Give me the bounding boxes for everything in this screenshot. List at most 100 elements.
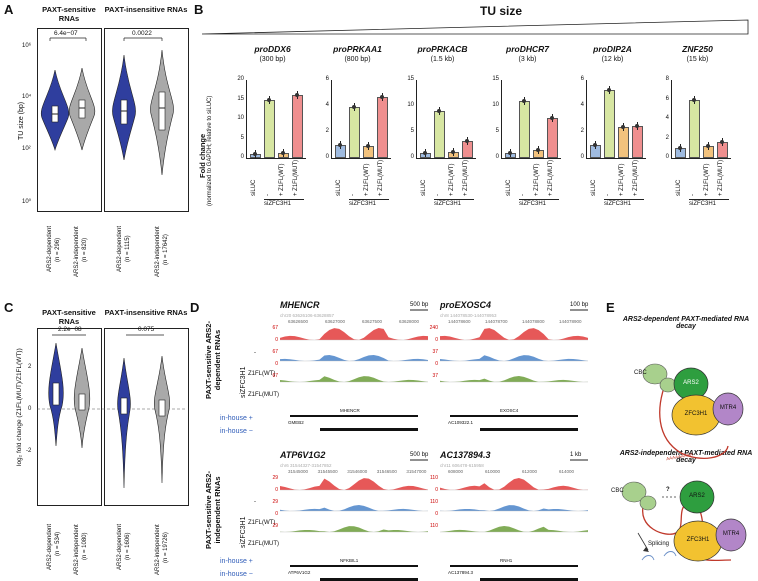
- a-cat3: ARS2-dependent: [117, 225, 123, 272]
- d-track-scale: 37: [432, 349, 438, 355]
- b-bracket: [264, 199, 304, 200]
- b-ytick: 2: [665, 134, 669, 141]
- d-track-scale: 0: [275, 511, 278, 517]
- c-cat4-n: (n = 19726): [163, 532, 169, 563]
- b-dot: [635, 123, 639, 128]
- b-ylabel: Fold change: [198, 133, 207, 178]
- d-coverage-track: [440, 328, 588, 340]
- b-yaxis: [586, 80, 587, 158]
- c-group2-title: PAXT-insensitive RNAs: [104, 308, 188, 317]
- b-dot: [451, 150, 455, 155]
- b-xlabel: -: [605, 194, 611, 196]
- d-coverage-track: [440, 376, 588, 382]
- e-title2: ARS2-independent PAXT-mediated RNA decay: [619, 450, 753, 464]
- d-coord-tick: 144078900: [559, 319, 582, 324]
- b-ytick: 4: [665, 115, 669, 121]
- d-coord-tick: 610000: [485, 469, 501, 474]
- b-yaxis: [246, 80, 247, 158]
- d-coord-tick: 63627500: [362, 319, 383, 324]
- d-track-title: MHENCR: [280, 300, 320, 310]
- a-cat4-n: (n = 17642): [163, 234, 169, 265]
- d-track-scale: 29: [272, 499, 278, 505]
- b-bar: [377, 96, 388, 158]
- b-chart-title: proDIP2A: [593, 44, 632, 54]
- b-xlabel: siLUC: [336, 179, 342, 196]
- d-coverage-track: [440, 355, 588, 361]
- c-group1-title: PAXT-sensitive RNAs: [42, 308, 96, 326]
- b-ytick: 6: [325, 76, 329, 82]
- d-track-scale: 110: [430, 499, 438, 505]
- d-coverage-track: [440, 526, 588, 532]
- b-dot: [423, 150, 427, 155]
- b-chart-subtitle: (12 kb): [601, 56, 624, 63]
- b-ytick: 0: [495, 154, 499, 160]
- panel-label-c: C: [4, 300, 14, 315]
- b-chart-subtitle: (800 bp): [344, 56, 371, 63]
- b-chart-title: proDDX6: [254, 44, 291, 54]
- b-yaxis: [671, 80, 672, 158]
- d-coord-tick: 31547000: [406, 469, 427, 474]
- d-coord-tick: 612000: [522, 469, 538, 474]
- b-bar: [519, 100, 530, 158]
- b-dot: [465, 138, 469, 143]
- b-ytick: 15: [407, 76, 414, 82]
- d-coord-tick: 144078800: [522, 319, 545, 324]
- e-mtr4-label-2: MTR4: [722, 531, 740, 537]
- d-track-scale: 67: [272, 349, 278, 355]
- panel-c: log₂ fold change (Z1FL(MUT)/Z1FL(WT)) 2 …: [0, 298, 190, 581]
- d-track-scale: 0: [275, 337, 278, 343]
- d-track-coord: chr6 31544327-31547852: [280, 463, 332, 468]
- d-track-scale: 0: [275, 361, 278, 367]
- b-yaxis: [501, 80, 502, 158]
- d-coord-tick: 614000: [559, 469, 575, 474]
- a-pval2: 0.0022: [132, 30, 152, 37]
- a-cat3-n: (n = 1115): [125, 235, 131, 262]
- d-track-label: Z1FL(MUT): [248, 541, 279, 547]
- b-dot: [720, 140, 724, 145]
- b-dot: [366, 144, 370, 149]
- b-xlabel: + Z1FL(MUT): [718, 159, 724, 196]
- d-track-scale: 29: [272, 523, 278, 529]
- d-track-scale: 0: [435, 337, 438, 343]
- b-ytick: 2: [325, 128, 329, 134]
- a-group2-box: [104, 28, 189, 212]
- e-cbc-label-2: CBC: [611, 488, 624, 494]
- b-ytick: 0: [240, 154, 244, 160]
- c-group2-box: [104, 328, 189, 506]
- d-gene-model: [320, 578, 418, 581]
- panel-e: ARS2-dependent PAXT-mediated RNA decay A…: [606, 298, 758, 581]
- b-ytick: 4: [580, 102, 584, 108]
- d-track-scale: 0: [435, 361, 438, 367]
- d-tracks-graphics: [280, 309, 588, 581]
- b-ytick: 6: [580, 76, 584, 82]
- c-pval1: 2.2e−08: [58, 326, 82, 333]
- d-coord-tick: 63628000: [399, 319, 420, 324]
- b-xlabel: siLUC: [506, 179, 512, 196]
- a-cat4: ARS2-independent: [155, 226, 161, 277]
- b-bracket: [519, 199, 559, 200]
- d-coverage-track: [440, 505, 588, 511]
- b-dot: [678, 146, 682, 151]
- d-gene-label: MHENCR: [340, 408, 360, 413]
- b-xlabel: + Z1FL(MUT): [293, 159, 299, 196]
- d-scale-bar: 500 bp: [410, 452, 429, 458]
- b-dot: [380, 94, 384, 99]
- c-group1-box: [37, 328, 102, 506]
- d-track-label: Z1FL(MUT): [248, 392, 279, 398]
- c-pval2: 0.075: [138, 326, 155, 333]
- d-inhouse-plus-2: in-house +: [220, 558, 253, 565]
- b-dot: [281, 151, 285, 156]
- c-cat3: ARS2-dependent: [117, 523, 123, 570]
- b-ytick: 4: [325, 102, 329, 108]
- d-inhouse-minus-2: in-house −: [220, 571, 253, 578]
- b-bar: [349, 107, 360, 158]
- b-bracket: [604, 199, 644, 200]
- b-chart-subtitle: (300 bp): [259, 56, 286, 63]
- b-ytick: 5: [240, 134, 244, 141]
- d-inhouse-plus-1: in-house +: [220, 415, 253, 422]
- a-cat1-n: (n = 296): [55, 237, 61, 262]
- d-track-scale: 37: [432, 373, 438, 379]
- b-dot: [267, 98, 271, 103]
